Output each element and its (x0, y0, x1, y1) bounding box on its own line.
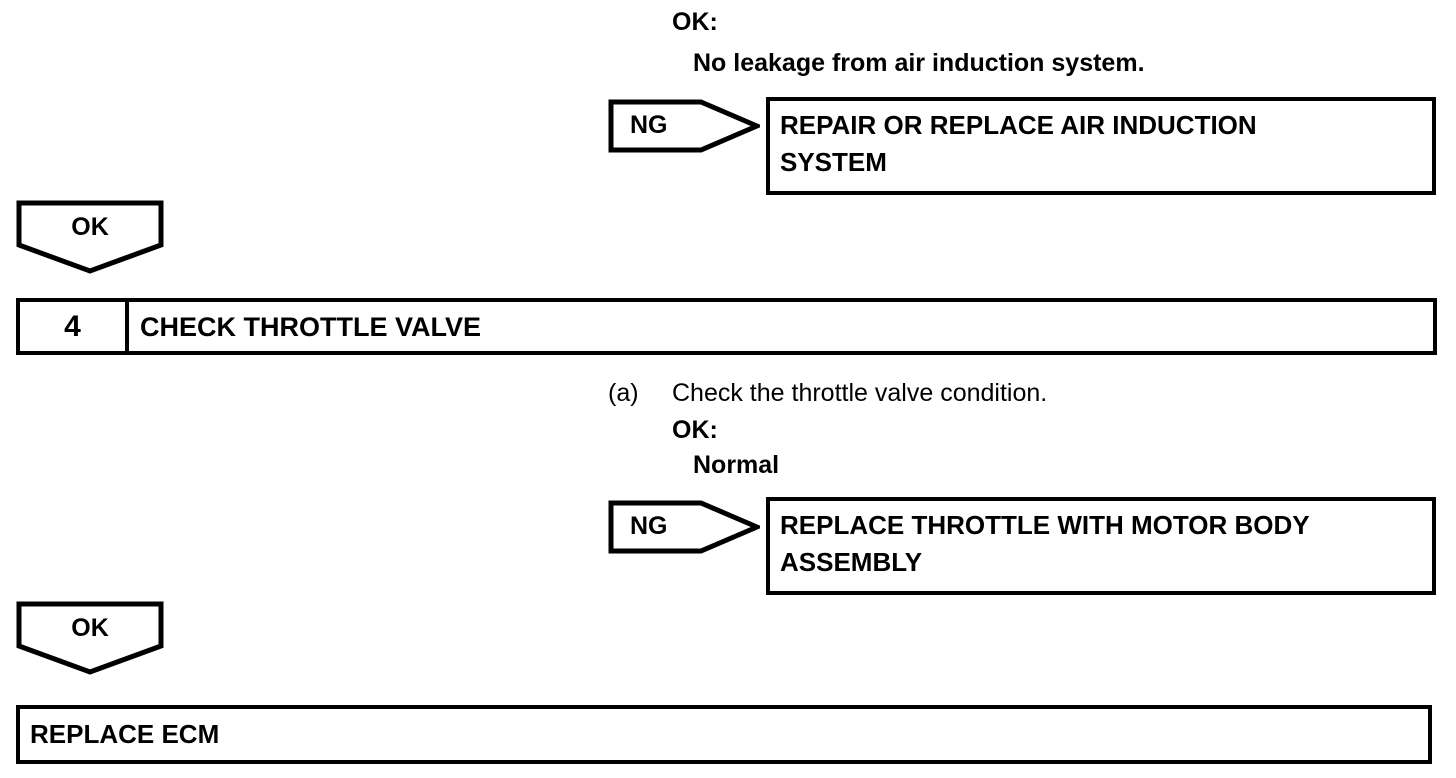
ok-connector-1-label: OK (71, 213, 109, 241)
ng-connector-top-label: NG (630, 111, 668, 139)
step-title: CHECK THROTTLE VALVE (140, 312, 481, 342)
ng-result-box-top-line1: REPAIR OR REPLACE AIR INDUCTION (780, 110, 1257, 140)
step-header-divider (125, 298, 129, 355)
ng-result-box-step-line1: REPLACE THROTTLE WITH MOTOR BODY (780, 510, 1310, 540)
ok-connector-2-label: OK (71, 614, 109, 642)
final-result-text: REPLACE ECM (30, 719, 220, 749)
ok-connector-1 (16, 200, 164, 274)
ng-result-box-step-line2: ASSEMBLY (780, 547, 923, 577)
ng-result-box-top-line2: SYSTEM (780, 147, 887, 177)
ng-result-box-top (766, 97, 1436, 195)
instruction-marker: (a) (608, 379, 639, 407)
step-ok-heading: OK: (672, 416, 718, 444)
final-result-box (16, 705, 1432, 764)
top-ok-heading: OK: (672, 8, 718, 36)
ng-result-box-step (766, 497, 1436, 595)
instruction-text: Check the throttle valve condition. (672, 379, 1048, 407)
top-ok-detail: No leakage from air induction system. (693, 49, 1145, 77)
ng-connector-step (608, 500, 760, 554)
step-header-bar (16, 298, 1437, 355)
step-number: 4 (64, 310, 81, 343)
ok-connector-2 (16, 601, 164, 675)
step-ok-detail: Normal (693, 451, 780, 479)
ng-connector-top (608, 99, 760, 153)
ng-connector-step-label: NG (630, 512, 668, 540)
